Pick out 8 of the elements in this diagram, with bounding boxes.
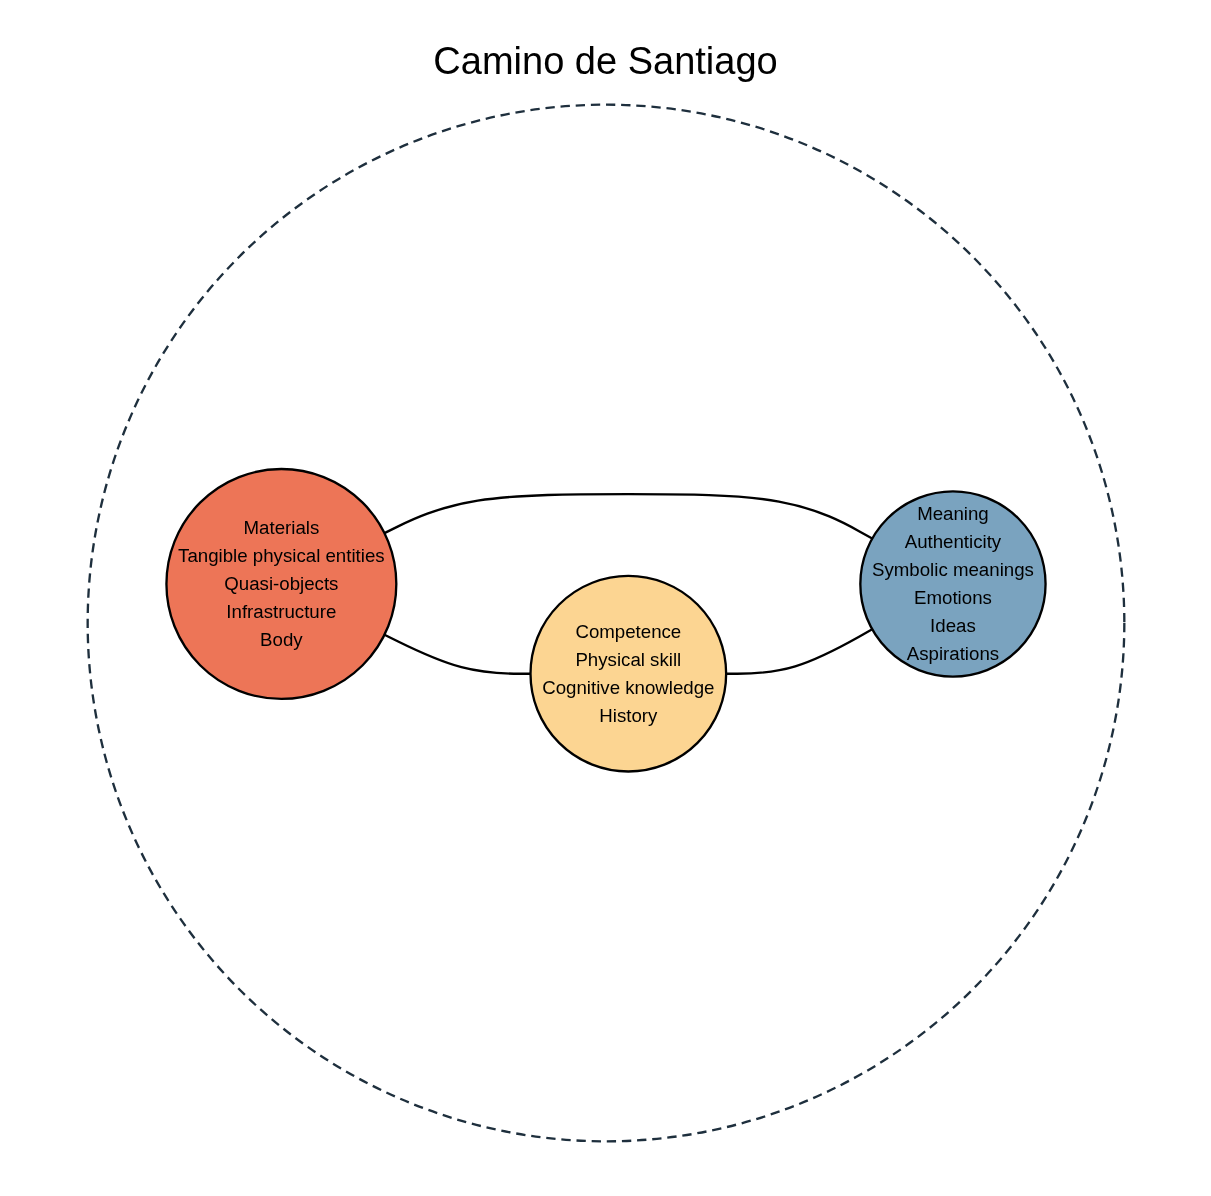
node-circle: Competence Physical skill Cognitive knowledge History (528, 574, 727, 773)
cluster (86, 103, 1125, 1143)
node-circle: Materials Tangible physical entities Quasi-objects Infrastructure Body (164, 467, 397, 701)
connector (725, 628, 873, 675)
connector (383, 493, 873, 540)
node-circle: Meaning Authenticity Symbolic meanings Emotions Ideas Aspirations (858, 490, 1047, 678)
diagram-title: Camino de Santiago (432, 40, 779, 83)
connector (383, 633, 530, 675)
